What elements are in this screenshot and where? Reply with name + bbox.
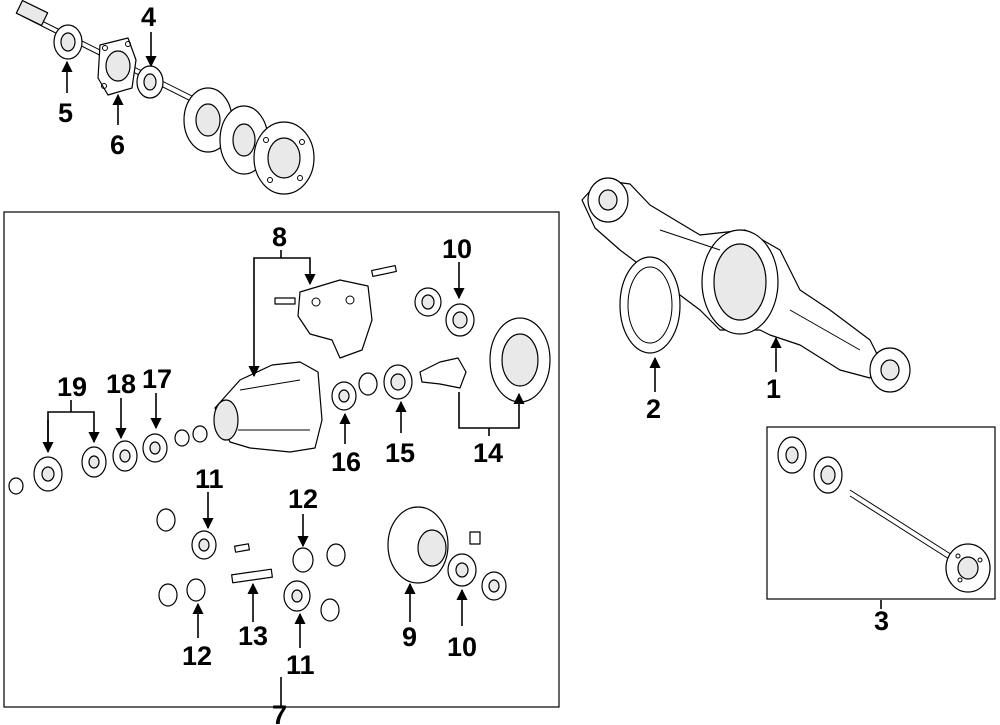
callout-11-bottom: 11 [286,650,315,680]
callout-9: 9 [402,622,417,652]
differential-case-9 [387,506,481,584]
callout-10-top: 10 [442,234,472,264]
callout-3: 3 [874,606,889,636]
callout-7: 7 [272,700,287,725]
callout-6: 6 [110,130,125,160]
callout-14: 14 [473,438,503,468]
bearing-5 [53,24,83,60]
callout-11-top: 11 [195,464,224,494]
bearing-10-top [414,287,475,337]
callout-13: 13 [238,621,268,651]
callout-10-bottom: 10 [447,632,477,662]
bearing-4 [136,65,164,99]
differential-gears [156,508,346,622]
callout-12-bottom: 12 [182,641,212,671]
callout-19: 19 [57,372,87,402]
seal-18 [112,440,138,472]
callout-12-top: 12 [288,484,318,514]
axle-shaft-box [766,426,996,600]
axle-hub [253,121,315,195]
spacer-16 [331,381,357,411]
callout-17: 17 [142,364,172,394]
callout-15: 15 [385,438,415,468]
callout-8: 8 [272,222,287,252]
callout-18: 18 [106,369,136,399]
callout-16: 16 [331,447,361,477]
leader-lines [42,32,882,707]
bearing-cap-8 [274,264,397,359]
callout-labels: 4 5 6 1 2 3 7 8 10 14 15 16 17 18 19 11 … [57,2,889,725]
callout-5: 5 [58,98,73,128]
callout-4: 4 [141,2,156,32]
axle-housing [581,177,911,393]
ring-and-pinion-14 [419,317,551,403]
carrier-housing [213,361,323,453]
housing-cover-gasket [619,256,681,354]
pinion-shaft-assembly [15,0,315,195]
callout-1: 1 [766,374,781,404]
axle-shaft-assembly [777,436,991,593]
callout-2: 2 [646,394,661,424]
bearing-17 [142,425,208,463]
bearing-10-bottom [447,553,507,601]
flange-6 [97,37,137,96]
companion-flange-19 [8,446,107,495]
bearing-15 [358,364,413,400]
